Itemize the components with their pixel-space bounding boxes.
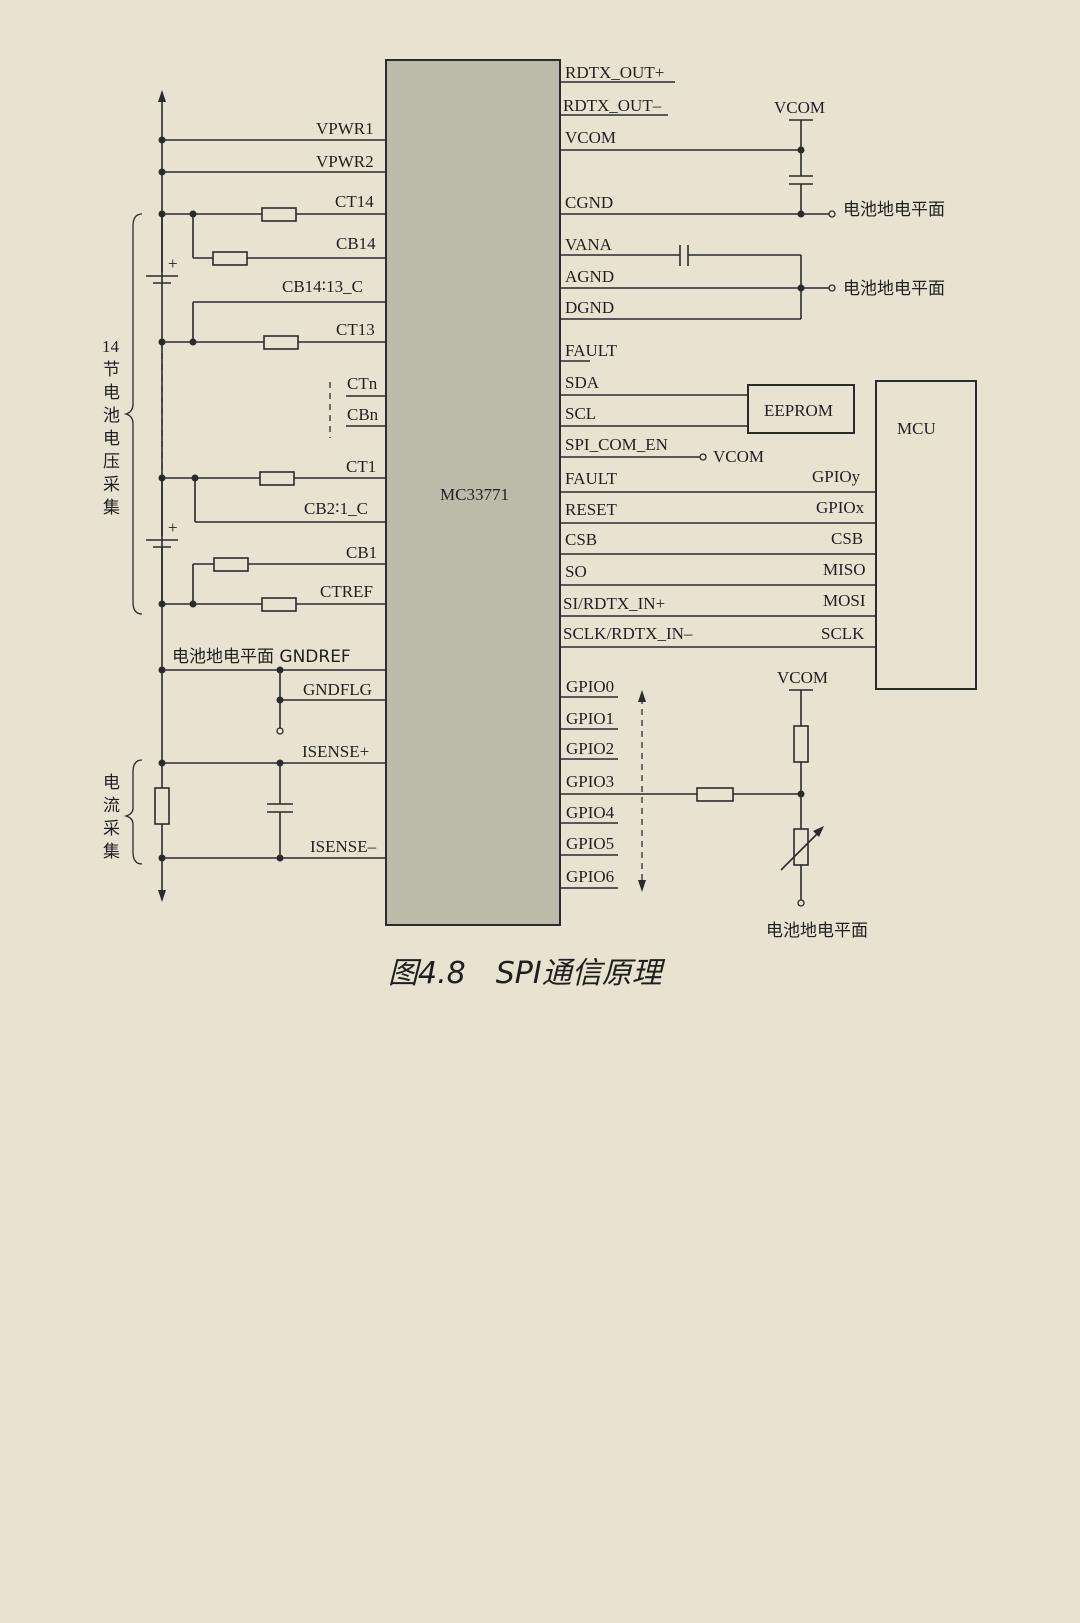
pin-agnd: AGND [565, 267, 614, 286]
battery-plus-sign-2: + [168, 518, 178, 537]
ntc-thermistor [793, 828, 809, 866]
resistor-gpio3-series [696, 787, 734, 802]
svg-text:池: 池 [103, 406, 120, 426]
pin-cb1: CB1 [346, 543, 377, 562]
pin-so: SO [565, 562, 587, 581]
pin-si: SI/RDTX_IN+ [563, 594, 665, 613]
pin-cb14-13c: CB14∶13_C [282, 277, 363, 296]
net-vcom-gpio: VCOM [777, 668, 828, 687]
mcu-pin-mosi: MOSI [823, 591, 866, 610]
pin-vana: VANA [565, 235, 613, 254]
rail-bottom-arrow [158, 890, 166, 902]
pin-vcom: VCOM [565, 128, 616, 147]
chip-label: MC33771 [440, 485, 509, 504]
net-gnd-cgnd: 电池地电平面 [843, 200, 945, 220]
svg-text:14: 14 [102, 337, 120, 356]
svg-text:电: 电 [103, 383, 120, 403]
pin-ctref: CTREF [320, 582, 373, 601]
pin-dgnd: DGND [565, 298, 614, 317]
pin-vpwr2: VPWR2 [316, 152, 374, 171]
pin-ct1: CT1 [346, 457, 376, 476]
pin-gpio3: GPIO3 [566, 772, 614, 791]
pin-gpio6: GPIO6 [566, 867, 614, 886]
net-gnd-agnd: 电池地电平面 [843, 279, 945, 299]
mcu-pin-miso: MISO [823, 560, 866, 579]
svg-text:压: 压 [103, 452, 120, 472]
pin-gpio2: GPIO2 [566, 739, 614, 758]
current-brace [123, 759, 143, 865]
svg-text:流: 流 [103, 796, 120, 816]
eeprom-block [747, 384, 855, 434]
resistor-ct13 [263, 335, 299, 350]
mc33771-chip [385, 59, 561, 926]
eeprom-label: EEPROM [764, 401, 833, 420]
pin-gpio4: GPIO4 [566, 803, 615, 822]
pin-ctn: CTn [347, 374, 378, 393]
mcu-pin-csb: CSB [831, 529, 863, 548]
pin-rdtx-out-minus: RDTX_OUT– [563, 96, 662, 115]
mcu-pin-sclk: SCLK [821, 624, 865, 643]
pin-fault-2: FAULT [565, 469, 618, 488]
pin-scl: SCL [565, 404, 596, 423]
resistor-ct14 [261, 207, 297, 222]
mcu-pin-gpiox: GPIOx [816, 498, 865, 517]
current-group-label: 电 流 采 集 [103, 773, 120, 862]
pin-isense-minus: ISENSE– [310, 837, 377, 856]
pin-fault-1: FAULT [565, 341, 618, 360]
pin-reset: RESET [565, 500, 618, 519]
svg-text:电: 电 [103, 429, 120, 449]
pin-cb2-1c: CB2∶1_C [304, 499, 368, 518]
pin-cb14: CB14 [336, 234, 376, 253]
pin-sclk: SCLK/RDTX_IN– [563, 624, 693, 643]
pin-ct14: CT14 [335, 192, 374, 211]
resistor-ct1 [259, 471, 295, 486]
pin-cgnd: CGND [565, 193, 613, 212]
net-vcom-spi: VCOM [713, 447, 764, 466]
pin-csb: CSB [565, 530, 597, 549]
svg-text:集: 集 [103, 842, 120, 862]
svg-text:采: 采 [103, 819, 120, 839]
pullup-resistor [793, 725, 809, 763]
resistor-cb1 [213, 557, 249, 572]
pin-isense-plus: ISENSE+ [302, 742, 369, 761]
pin-gpio0: GPIO0 [566, 677, 614, 696]
figure-caption: 图4.8 SPI通信原理 [388, 956, 666, 991]
mcu-label: MCU [897, 419, 936, 438]
resistor-cb14 [212, 251, 248, 266]
pin-gpio5: GPIO5 [566, 834, 614, 853]
cell-voltage-group-label: 14 节 电 池 电 压 采 集 [102, 337, 120, 518]
svg-text:集: 集 [103, 498, 120, 518]
pin-rdtx-out-plus: RDTX_OUT+ [565, 63, 664, 82]
svg-text:采: 采 [103, 475, 120, 495]
mcu-pin-gpioy: GPIOy [812, 467, 861, 486]
cell-voltage-brace [123, 213, 143, 615]
pin-vpwr1: VPWR1 [316, 119, 374, 138]
pin-cbn: CBn [347, 405, 379, 424]
svg-text:电: 电 [103, 773, 120, 793]
pin-gpio1: GPIO1 [566, 709, 614, 728]
mcu-block [875, 380, 977, 690]
pin-spi-com-en: SPI_COM_EN [565, 435, 668, 454]
pin-sda: SDA [565, 373, 600, 392]
battery-plus-sign: + [168, 254, 178, 273]
net-gnd-gpio: 电池地电平面 [766, 921, 868, 941]
shunt-resistor [154, 787, 170, 825]
rail-top-arrow [158, 90, 166, 102]
pin-gndref: 电池地电平面 GNDREF [172, 647, 351, 667]
net-vcom-top: VCOM [774, 98, 825, 117]
svg-text:节: 节 [103, 360, 120, 380]
pin-gndflg: GNDFLG [303, 680, 372, 699]
pin-ct13: CT13 [336, 320, 375, 339]
resistor-ctref [261, 597, 297, 612]
